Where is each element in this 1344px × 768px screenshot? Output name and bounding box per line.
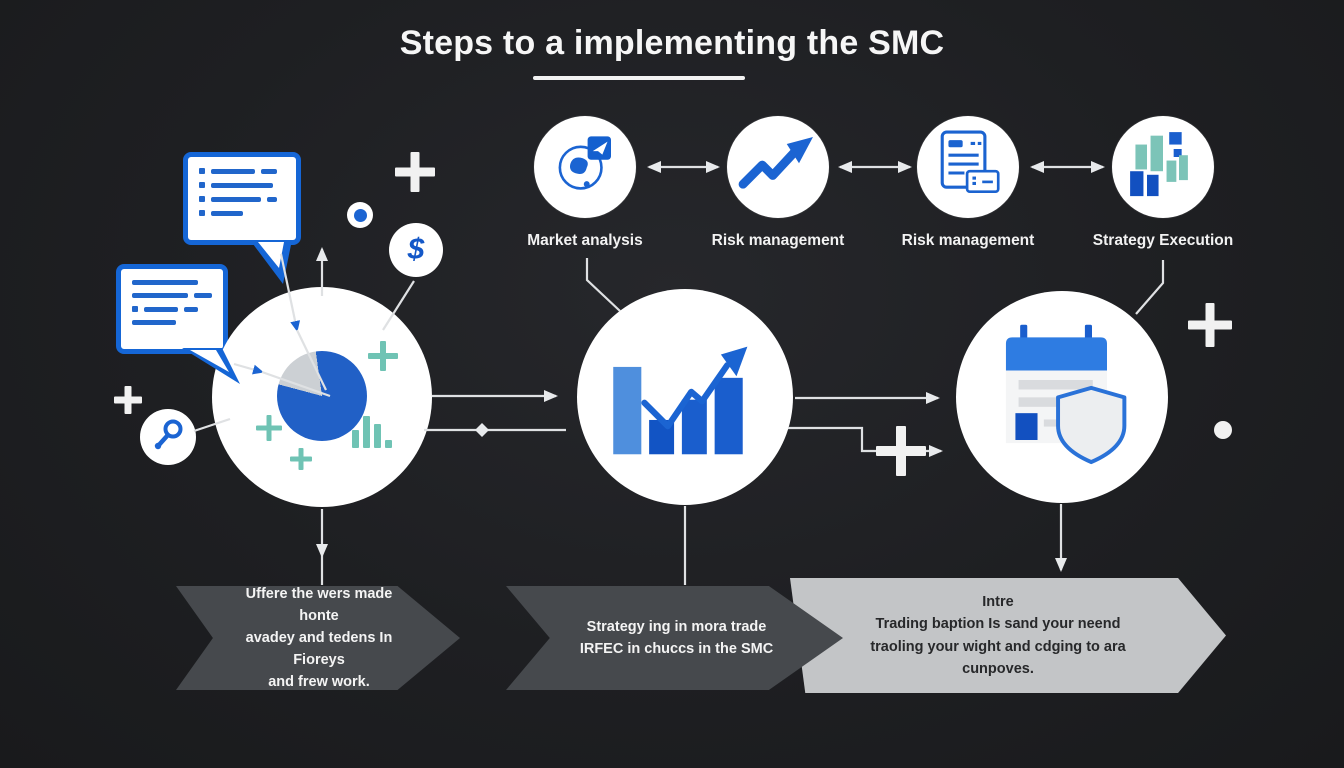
mini-bar-chart-icon <box>352 412 392 448</box>
bubble-text-line <box>132 280 213 285</box>
bubble-text-line <box>199 182 286 188</box>
banner-step-1: Uffere the wers made honte avadey and te… <box>176 586 460 690</box>
trend-arrow-icon <box>736 129 820 206</box>
main-node-plan <box>956 291 1168 503</box>
bubble-text-line <box>199 168 286 174</box>
calendar-shield-icon <box>987 320 1137 475</box>
banner-text-line: Strategy ing in mora trade <box>586 618 767 635</box>
plus-icon <box>395 152 435 192</box>
globe-plane-icon <box>546 126 624 209</box>
banner-step-3: Intre Trading baption Is sand your neend… <box>790 578 1226 693</box>
bubble-text-line <box>199 196 286 202</box>
step-label-market-analysis: Market analysis <box>527 232 643 249</box>
diamond-node <box>475 423 489 437</box>
banner-text-line: and frew work. <box>268 674 370 691</box>
banner-text-line: cunpoves. <box>962 660 1034 677</box>
main-node-chart <box>577 289 793 505</box>
banner-text-line: avadey and tedens In Fioreys <box>245 629 393 669</box>
plus-icon <box>290 448 312 470</box>
speech-bubble-top <box>183 152 301 245</box>
dot-badge <box>347 202 373 228</box>
step-circle-market-analysis <box>534 116 636 218</box>
step-circle-risk-management-1 <box>727 116 829 218</box>
step-label-strategy-execution: Strategy Execution <box>1092 232 1234 249</box>
plus-icon <box>876 426 926 476</box>
speech-bubble-left <box>116 264 228 354</box>
banner-text-line: IRFEC in chuccs in the SMC <box>579 641 774 657</box>
step-label-risk-management-2: Risk management <box>901 232 1035 249</box>
dollar-badge: $ <box>389 223 443 277</box>
title-underline <box>533 76 745 80</box>
banner-text-line: Intre <box>982 594 1014 611</box>
step-circle-strategy-execution <box>1112 116 1214 218</box>
dot-icon <box>1214 421 1232 439</box>
plus-icon <box>114 386 142 414</box>
document-card-icon <box>928 125 1008 210</box>
bubble-tail <box>250 240 292 284</box>
bubble-text-line <box>132 306 213 312</box>
banner-text-line: traoling your wight and cdging to ara <box>870 638 1126 655</box>
bubble-text-line <box>132 320 213 325</box>
key-icon <box>150 417 186 458</box>
plus-icon <box>256 415 282 441</box>
step-circle-risk-management-2 <box>917 116 1019 218</box>
bubble-text-line <box>199 210 286 216</box>
dollar-icon: $ <box>407 233 425 266</box>
key-badge <box>140 409 196 465</box>
banner-text-line: Trading baption Is sand your neend <box>875 616 1121 633</box>
page-title: Steps to a implementing the SMC <box>399 24 945 62</box>
bubble-text-line <box>132 293 213 298</box>
plus-icon <box>1188 303 1232 347</box>
plus-icon <box>368 341 398 371</box>
blocks-icon <box>1123 125 1203 210</box>
bar-chart-growth-icon <box>607 327 763 468</box>
banner-step-2: Strategy ing in mora trade IRFEC in chuc… <box>506 586 843 690</box>
blue-dot-icon <box>353 208 367 222</box>
step-label-risk-management-1: Risk management <box>711 232 845 249</box>
banner-text-line: Uffere the wers made honte <box>245 585 393 624</box>
